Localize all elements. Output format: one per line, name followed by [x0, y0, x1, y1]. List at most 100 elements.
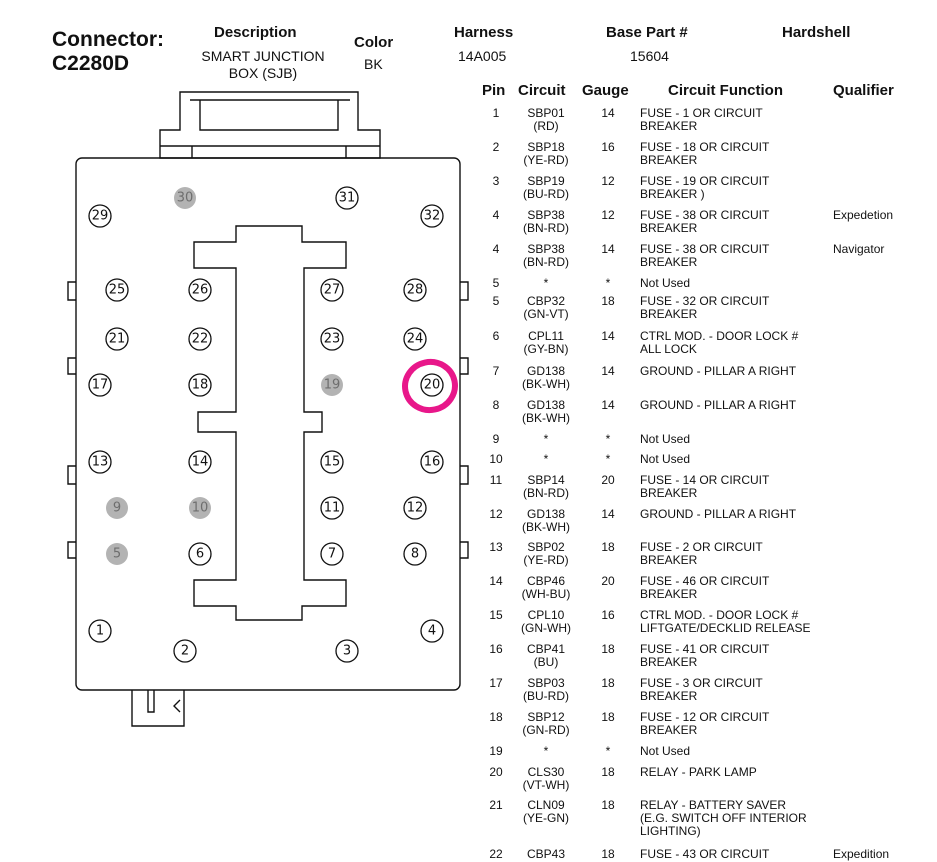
- pin-number: 8: [411, 547, 419, 562]
- pin-cavity-27: 27: [320, 278, 344, 302]
- pin-number: 11: [324, 501, 341, 516]
- circuit-cell: SBP12(GN-RD): [522, 710, 570, 737]
- pin-number: 13: [92, 455, 109, 470]
- pin-circle: [335, 639, 359, 663]
- pin-cavity-17: 17: [88, 373, 112, 397]
- pin-circle: [321, 374, 343, 396]
- pin-circle: [88, 204, 112, 228]
- pin-cell: 5: [492, 294, 500, 308]
- pin-number: 32: [424, 209, 441, 224]
- function-cell: GROUND - PILLAR A RIGHT: [640, 507, 797, 521]
- pin-cell: 12: [489, 507, 503, 521]
- pin-circle: [420, 619, 444, 643]
- function-cell: RELAY - BATTERY SAVER(E.G. SWITCH OFF IN…: [640, 798, 807, 838]
- gauge-cell: 18: [601, 540, 615, 554]
- function-cell: Not Used: [640, 276, 691, 290]
- pin-cell: 2: [492, 140, 500, 154]
- pin-number: 17: [92, 378, 109, 393]
- pin-number: 6: [196, 547, 204, 562]
- pin-circle: [188, 542, 212, 566]
- gauge-cell: 18: [601, 765, 615, 779]
- pin-cavity-2: 2: [173, 639, 197, 663]
- circuit-cell: *: [543, 744, 549, 758]
- pin-circle: [189, 497, 211, 519]
- pin-circle: [335, 186, 359, 210]
- pin-cavity-5: 5: [106, 543, 128, 565]
- pin-circle: [420, 450, 444, 474]
- connector-id: C2280D: [52, 52, 130, 75]
- pin-number: 15: [324, 455, 341, 470]
- pin-cell: 14: [489, 574, 503, 588]
- pin-cell: 18: [489, 710, 503, 724]
- gauge-cell: 14: [601, 398, 615, 412]
- circuit-cell: CBP32(GN-VT): [523, 294, 569, 321]
- pin-cavity-20: 20: [420, 373, 444, 397]
- gauge-cell: 18: [601, 294, 615, 308]
- gauge-cell: *: [605, 744, 611, 758]
- hardshell-label: Hardshell: [782, 24, 851, 41]
- function-header: Circuit Function: [668, 82, 783, 99]
- pin-circle: [320, 327, 344, 351]
- circuit-cell: SBP14(BN-RD): [523, 473, 569, 500]
- pin-circle: [88, 619, 112, 643]
- pin-circle: [88, 373, 112, 397]
- pin-circle: [320, 450, 344, 474]
- pin-cavity-11: 11: [320, 496, 344, 520]
- pin-cell: 4: [492, 208, 500, 222]
- base-part-value: 15604: [630, 48, 669, 64]
- pin-circle: [173, 639, 197, 663]
- pin-number: 28: [407, 283, 424, 298]
- pin-cell: 1: [492, 106, 500, 120]
- connector-label: Connector:: [52, 28, 164, 51]
- circuit-cell: SBP03(BU-RD): [523, 676, 569, 703]
- pin-circle: [106, 497, 128, 519]
- circuit-header: Circuit: [518, 82, 566, 99]
- pin-number: 3: [343, 644, 351, 659]
- pin-number: 30: [177, 191, 194, 206]
- function-cell: FUSE - 43 OR CIRCUIT: [640, 847, 770, 861]
- pin-circle: [403, 327, 427, 351]
- pin-number: 21: [109, 332, 126, 347]
- pin-cavity-30: 30: [174, 187, 196, 209]
- gauge-cell: 18: [601, 847, 615, 861]
- pin-cavity-25: 25: [105, 278, 129, 302]
- pin-cavity-22: 22: [188, 327, 212, 351]
- pin-cell: 6: [492, 329, 500, 343]
- pin-cell: 7: [492, 364, 500, 378]
- pin-cavity-14: 14: [188, 450, 212, 474]
- pin-cavity-12: 12: [403, 496, 427, 520]
- pin-cell: 8: [492, 398, 500, 412]
- pin-cavity-23: 23: [320, 327, 344, 351]
- pin-cell: 10: [489, 452, 503, 466]
- pin-number: 18: [192, 378, 209, 393]
- pin-cell: 4: [492, 242, 500, 256]
- pin-cavity-4: 4: [420, 619, 444, 643]
- pin-cavity-10: 10: [189, 497, 211, 519]
- circuit-cell: CBP46(WH-BU): [521, 574, 571, 601]
- pin-number: 12: [407, 501, 424, 516]
- description-value-line2: BOX (SJB): [228, 65, 298, 81]
- gauge-cell: 14: [601, 507, 615, 521]
- pin-cavity-18: 18: [188, 373, 212, 397]
- harness-value: 14A005: [458, 48, 507, 64]
- pin-circle: [188, 373, 212, 397]
- circuit-cell: *: [543, 276, 549, 290]
- pin-cavity-21: 21: [105, 327, 129, 351]
- gauge-header: Gauge: [582, 82, 629, 99]
- pin-cavity-8: 8: [403, 542, 427, 566]
- pin-cavity-16: 16: [420, 450, 444, 474]
- pin-cavity-29: 29: [88, 204, 112, 228]
- pin-cell: 21: [489, 798, 503, 812]
- pin-circle: [403, 496, 427, 520]
- pin-number: 22: [192, 332, 209, 347]
- function-cell: GROUND - PILLAR A RIGHT: [640, 398, 797, 412]
- circuit-cell: CLS30(VT-WH): [522, 765, 570, 792]
- pin-cavity-26: 26: [188, 278, 212, 302]
- gauge-cell: 14: [601, 242, 615, 256]
- pin-cavity-31: 31: [335, 186, 359, 210]
